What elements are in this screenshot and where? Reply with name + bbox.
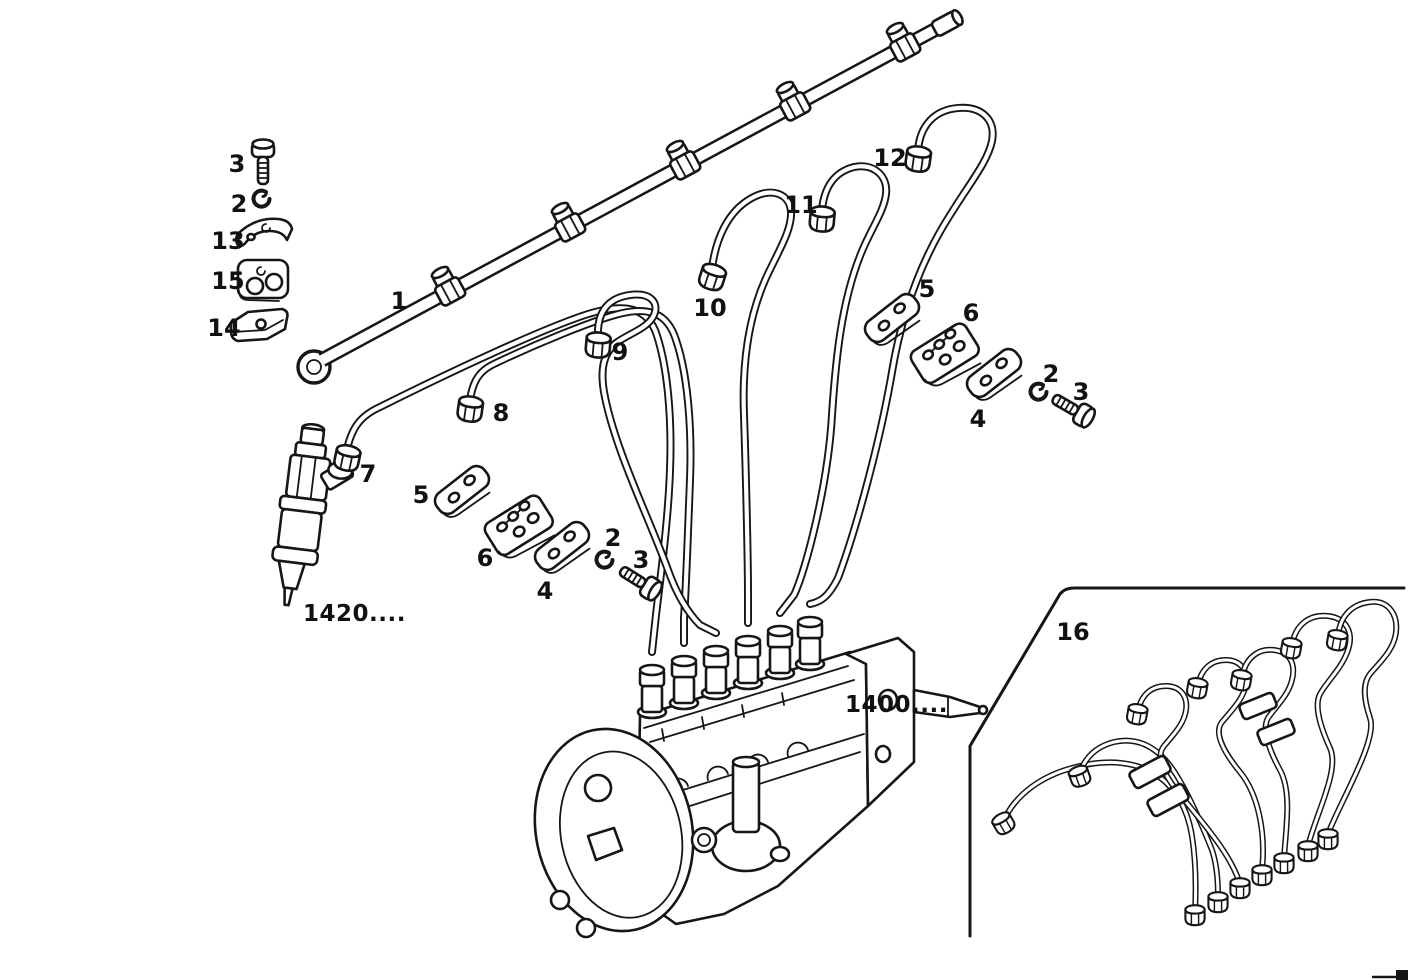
inset-pipe-set-16 <box>989 598 1400 927</box>
callout-part-6-middle: 6 <box>477 544 494 572</box>
callout-part-12: 12 <box>873 144 906 172</box>
clamp-block-15 <box>236 258 290 302</box>
callout-part-2-middle: 2 <box>605 524 622 552</box>
pump-assembly-reference: 1400.... <box>845 692 948 718</box>
callout-part-3-upper-left: 3 <box>229 150 246 178</box>
callout-labels: 3 2 13 15 14 1 12 11 10 9 8 7 5 6 4 2 3 … <box>207 144 1089 718</box>
callout-part-4-right: 4 <box>970 405 987 433</box>
bolt-upper-left <box>250 138 276 186</box>
callout-part-16-inset: 16 <box>1056 618 1089 646</box>
clamp-upper-half-13 <box>234 217 294 248</box>
callout-part-5-right: 5 <box>919 275 936 303</box>
page-corner-mark <box>1372 970 1408 980</box>
callout-part-9: 9 <box>612 338 629 366</box>
callout-part-1: 1 <box>391 287 408 315</box>
injection-pipes <box>343 103 997 656</box>
callout-part-7: 7 <box>360 460 377 488</box>
callout-part-15: 15 <box>211 267 244 295</box>
callout-part-5-middle: 5 <box>413 481 430 509</box>
injector-assembly-reference: 1420.... <box>303 601 406 627</box>
washer-upper-left <box>251 188 272 209</box>
injection-pump <box>533 615 989 939</box>
callout-part-10: 10 <box>693 294 726 322</box>
callout-part-11: 11 <box>784 191 817 219</box>
callout-part-8: 8 <box>493 399 510 427</box>
fuel-rail-pipe <box>296 8 964 385</box>
callout-part-2-upper-left: 2 <box>231 190 248 218</box>
callout-part-4-middle: 4 <box>537 577 554 605</box>
inset-pipe-set-border <box>968 586 1406 938</box>
callout-part-14: 14 <box>207 314 240 342</box>
callout-part-13: 13 <box>211 227 244 255</box>
callout-part-2-right: 2 <box>1043 360 1060 388</box>
callout-part-3-middle: 3 <box>633 546 650 574</box>
callout-part-6-right: 6 <box>963 299 980 327</box>
fuel-injector <box>271 422 355 607</box>
callout-part-3-right: 3 <box>1073 378 1090 406</box>
clamp-lower-half-14 <box>229 307 289 343</box>
